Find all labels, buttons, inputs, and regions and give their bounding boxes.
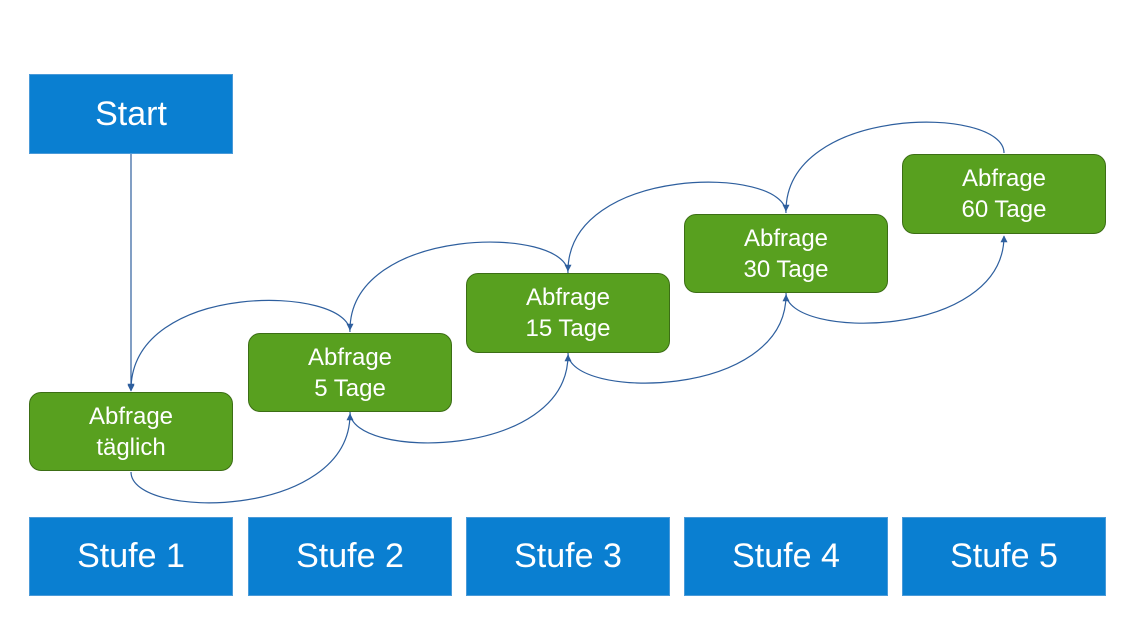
stage-label: Stufe 1: [77, 537, 185, 575]
stage-label: Stufe 2: [296, 537, 404, 575]
node-title: Abfrage: [961, 165, 1047, 192]
arrow-forward-1-2: [130, 413, 354, 504]
node-title: Abfrage: [88, 402, 174, 430]
node-stage-3: Abfrage 15 Tage: [466, 273, 670, 353]
stage-label: Stufe 5: [950, 537, 1058, 575]
arrow-forward-4-5: [785, 235, 1008, 324]
start-label: Start: [95, 94, 167, 133]
node-stage-4: Abfrage 30 Tage: [684, 214, 888, 293]
node-title: Abfrage: [743, 224, 829, 252]
arrow-back-5-4: [782, 121, 1005, 212]
arrow-back-2-1: [127, 299, 351, 391]
stage-label: Stufe 4: [732, 537, 840, 575]
arrow-back-4-3: [564, 181, 787, 272]
stage-box-2: Stufe 2: [248, 517, 452, 596]
node-interval: 60 Tage: [961, 196, 1047, 223]
node-title: Abfrage: [525, 284, 611, 311]
node-stage-5: Abfrage 60 Tage: [902, 154, 1106, 234]
node-interval: 5 Tage: [314, 374, 386, 402]
node-title: Abfrage: [307, 343, 393, 371]
stage-box-4: Stufe 4: [684, 517, 888, 596]
node-stage-2: Abfrage 5 Tage: [248, 333, 452, 412]
node-interval: täglich: [96, 433, 166, 461]
arrow-back-3-2: [346, 241, 569, 331]
start-box: Start: [29, 74, 233, 154]
node-interval: 30 Tage: [743, 255, 829, 283]
node-stage-1: Abfrage täglich: [29, 392, 233, 471]
stage-label: Stufe 3: [514, 537, 622, 575]
node-interval: 15 Tage: [525, 315, 611, 342]
arrow-forward-2-3: [349, 354, 572, 444]
stage-box-3: Stufe 3: [466, 517, 670, 596]
stage-box-5: Stufe 5: [902, 517, 1106, 596]
stage-box-1: Stufe 1: [29, 517, 233, 596]
arrow-forward-3-4: [567, 294, 790, 384]
